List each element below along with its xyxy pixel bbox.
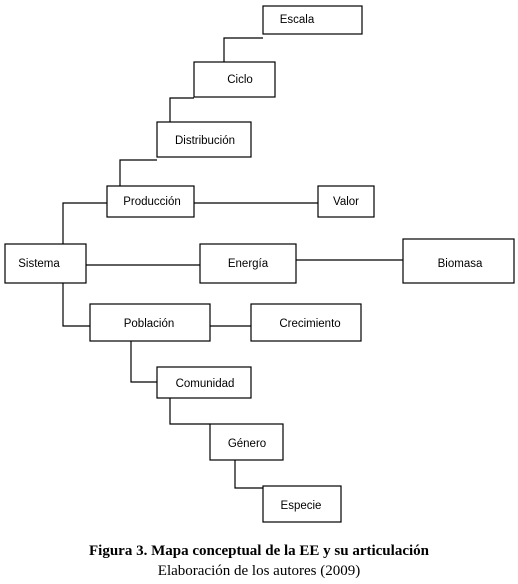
edge-sistema-poblacion (62, 283, 90, 327)
figure-source: Elaboración de los autores (2009) (157, 563, 361, 579)
node-crecimiento: Crecimiento (250, 303, 362, 342)
node-sistema-label: Sistema (18, 258, 60, 270)
edge-comunidad-genero (169, 398, 210, 425)
node-ciclo-label: Ciclo (227, 74, 253, 86)
node-genero: Género (209, 423, 284, 461)
node-produccion-label: Producción (123, 196, 181, 208)
edge-poblacion-comunidad (130, 341, 157, 383)
node-biomasa-label: Biomasa (438, 258, 483, 270)
node-especie-label: Especie (281, 500, 322, 512)
edge-sistema-produccion (62, 202, 107, 244)
node-produccion: Producción (106, 185, 195, 218)
node-valor-label: Valor (333, 196, 359, 208)
node-valor: Valor (317, 185, 375, 218)
connector-lines (62, 37, 403, 489)
node-crecimiento-label: Crecimiento (279, 318, 340, 330)
edge-genero-especie (234, 460, 263, 489)
node-poblacion: Población (89, 303, 211, 342)
node-distribucion: Distribución (156, 121, 252, 158)
node-ciclo: Ciclo (193, 61, 276, 98)
edge-produccion-distribucion (119, 159, 157, 186)
node-genero-label: Género (228, 438, 266, 450)
edge-ciclo-escala (223, 37, 263, 62)
node-energia-label: Energía (228, 258, 269, 270)
node-sistema: Sistema (4, 243, 87, 284)
node-escala: Escala (262, 5, 363, 35)
node-especie: Especie (262, 485, 342, 523)
node-poblacion-label: Población (124, 318, 175, 330)
node-distribucion-label: Distribución (175, 135, 235, 147)
edge-distribucion-ciclo (169, 97, 194, 122)
node-biomasa: Biomasa (402, 238, 515, 284)
node-energia: Energía (199, 243, 297, 284)
node-comunidad: Comunidad (156, 366, 252, 399)
node-escala-label: Escala (280, 14, 315, 26)
figure-caption: Figura 3. Mapa conceptual de la EE y su … (88, 543, 429, 559)
node-comunidad-label: Comunidad (176, 378, 235, 390)
